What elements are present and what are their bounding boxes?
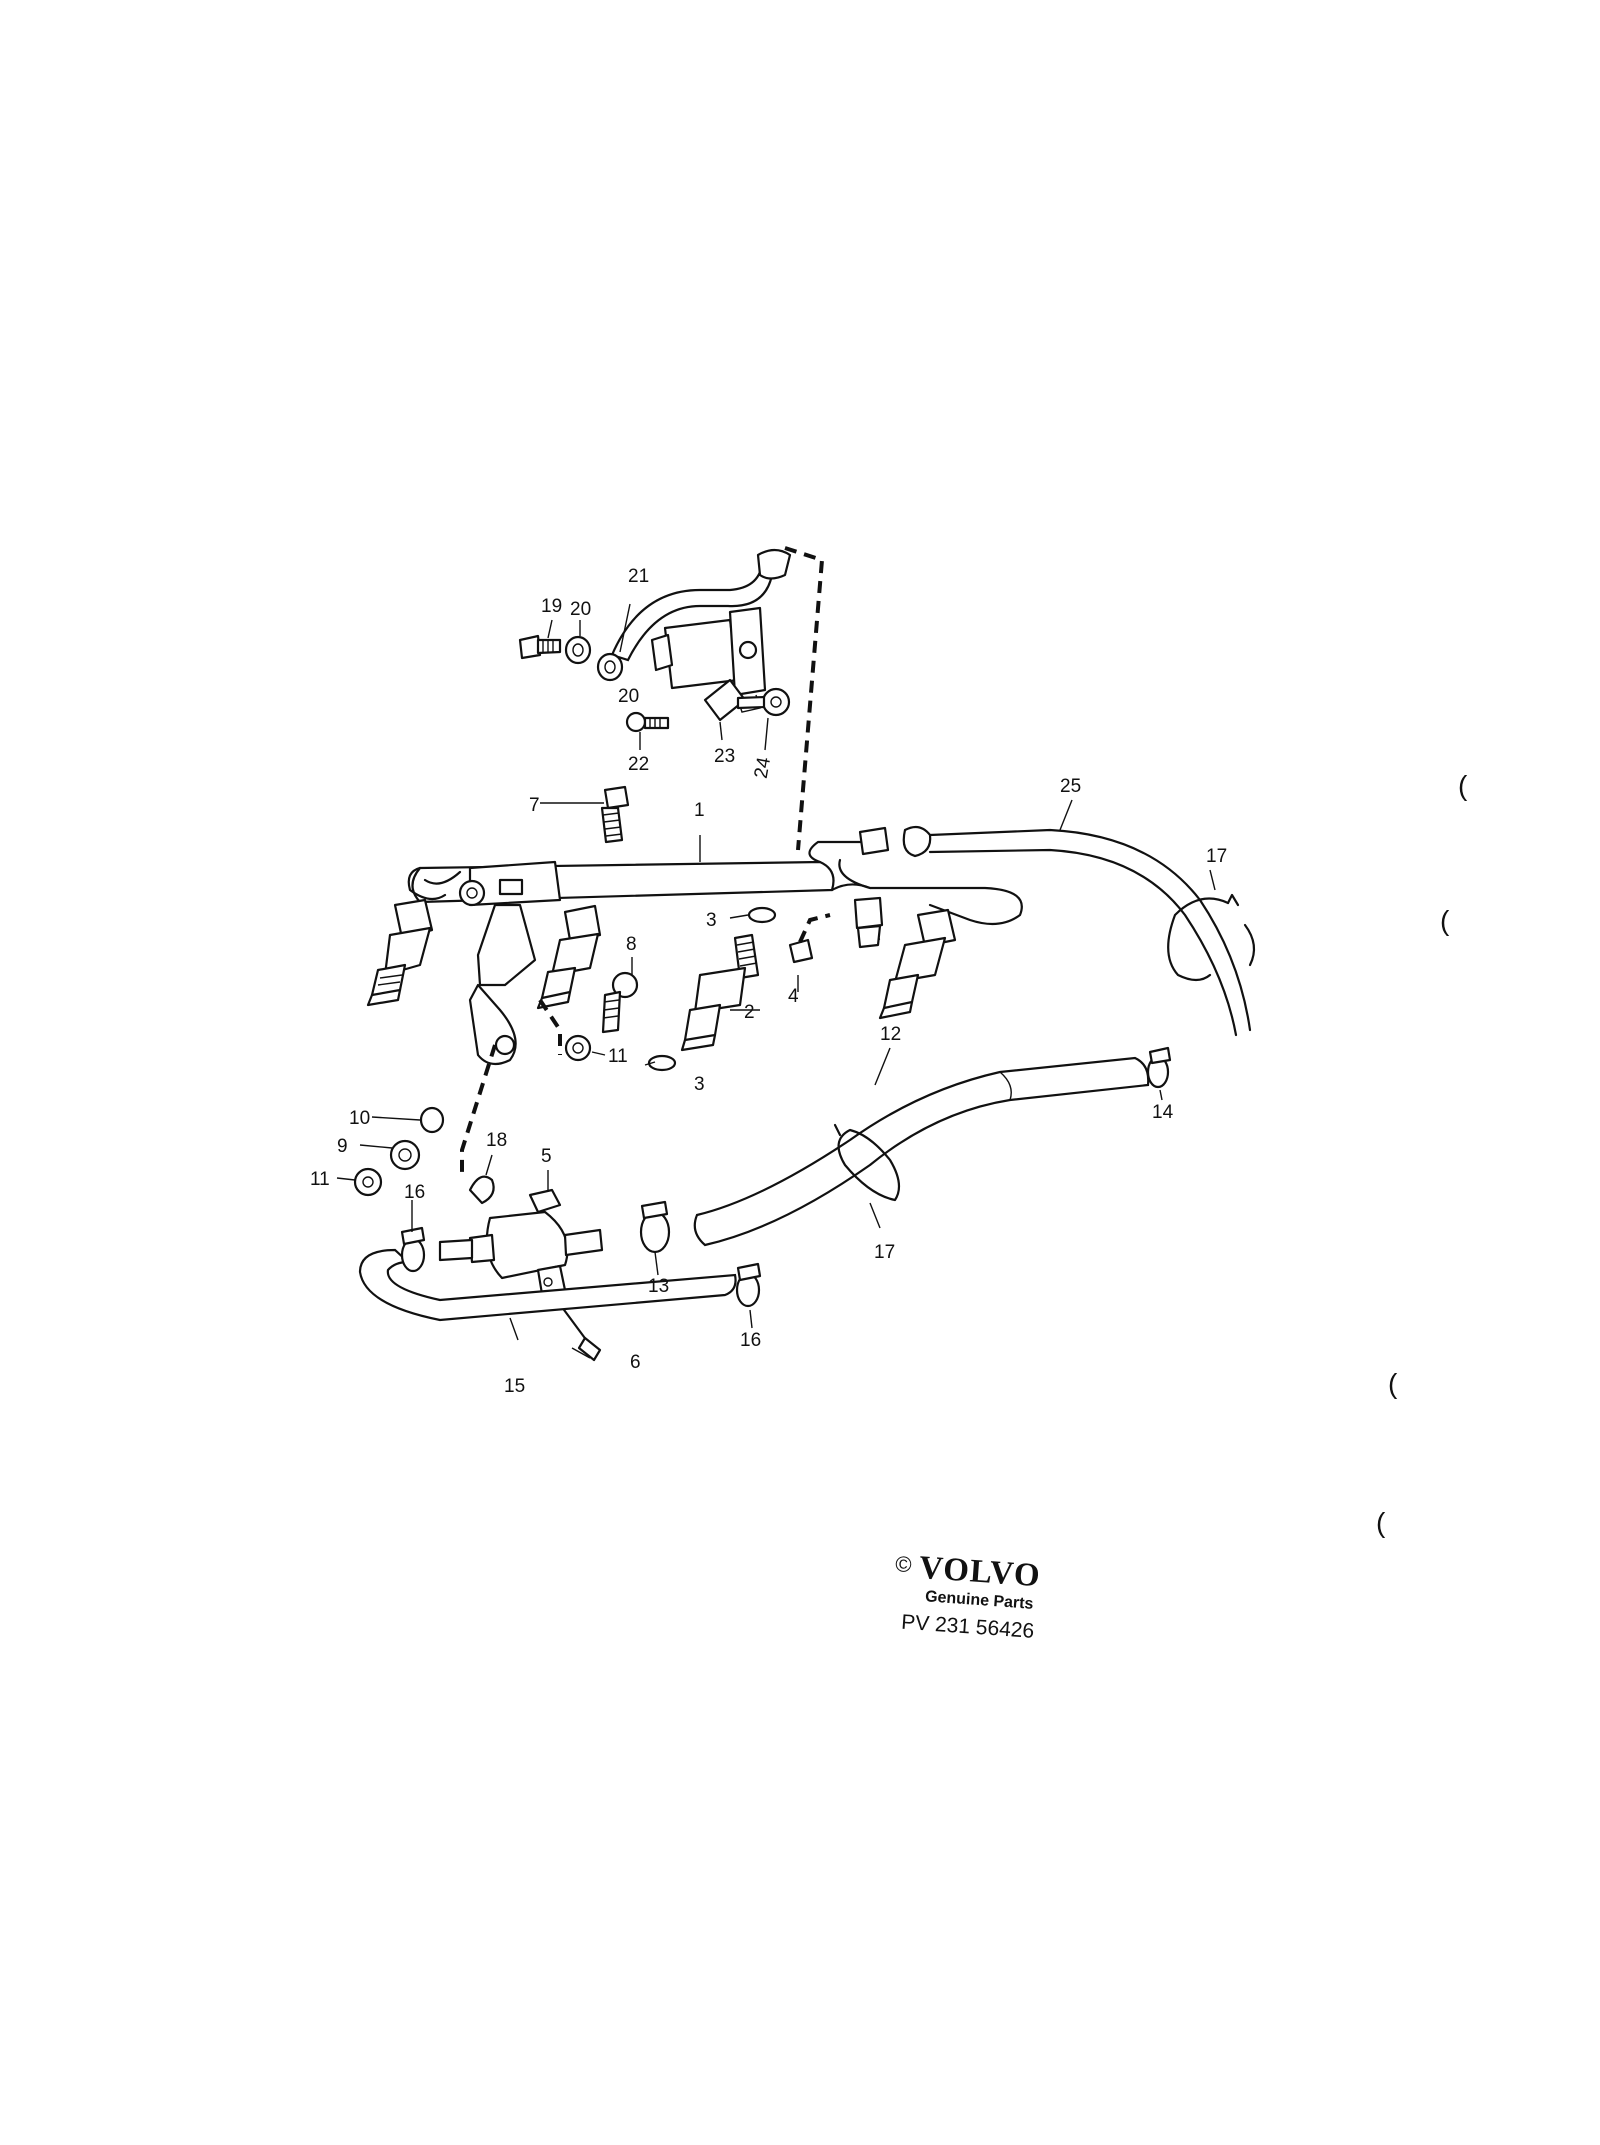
o-ring-lower	[647, 1054, 677, 1072]
copyright-symbol: ©	[895, 1551, 913, 1577]
hose-clamp-16-left	[400, 1226, 426, 1273]
injector-right	[878, 908, 957, 1020]
branding-stamp: © VOLVO Genuine Parts PV 231 56426	[895, 1550, 1042, 1643]
cold-start-valve	[650, 606, 767, 713]
callout-17a: 17	[1206, 846, 1227, 867]
o-ring-upper	[747, 906, 777, 924]
bolt-19	[518, 634, 562, 660]
callout-11a: 11	[310, 1169, 330, 1190]
margin-mark-2: (	[1440, 905, 1450, 936]
screw-22	[625, 711, 670, 733]
callout-14: 14	[1152, 1102, 1174, 1123]
assembly-line-left	[460, 1044, 497, 1175]
callout-15: 15	[504, 1376, 525, 1397]
injector-center	[680, 933, 760, 1052]
leader-lines	[336, 603, 1216, 1359]
callout-8: 8	[626, 934, 637, 955]
callout-3b: 3	[694, 1074, 705, 1095]
callout-5: 5	[541, 1146, 552, 1167]
fuel-line-21	[610, 548, 792, 662]
washer-20-a	[564, 635, 592, 665]
connector-plug	[788, 913, 831, 964]
callout-2: 2	[744, 1002, 755, 1023]
clip-17-upper	[1167, 893, 1256, 982]
seal-18	[468, 1175, 495, 1205]
banjo-24	[736, 687, 791, 717]
clip-17-lower	[833, 1123, 901, 1202]
washer-11-lower	[353, 1167, 383, 1197]
grommet-9	[389, 1139, 421, 1171]
callout-24: 24	[751, 755, 775, 780]
bolt-bracket	[601, 971, 639, 1034]
callout-16a: 16	[404, 1182, 425, 1203]
hose-15	[358, 1248, 737, 1322]
assembly-line-top	[784, 546, 825, 851]
injector-center-left	[536, 904, 602, 1010]
washer-11-upper	[564, 1034, 592, 1062]
callout-25: 25	[1060, 776, 1081, 797]
callout-17b: 17	[874, 1242, 895, 1263]
callout-21: 21	[628, 566, 649, 587]
hose-clamp-16-right	[735, 1262, 762, 1308]
callout-20a: 20	[570, 599, 591, 620]
callout-23: 23	[714, 746, 735, 767]
callout-20b: 20	[618, 686, 639, 707]
bolt-rail	[600, 785, 630, 844]
margin-mark-1: (	[1458, 770, 1468, 801]
rail-bracket	[458, 860, 562, 1066]
callout-7: 7	[529, 795, 540, 816]
margin-mark-4: (	[1376, 1507, 1386, 1538]
callout-22: 22	[628, 754, 649, 775]
callout-13: 13	[648, 1276, 669, 1297]
callout-4: 4	[788, 986, 799, 1007]
margin-mark-3: (	[1388, 1368, 1398, 1399]
callout-10: 10	[349, 1108, 370, 1129]
hose-clamp-14	[1146, 1046, 1172, 1089]
washer-20-b	[596, 652, 624, 682]
part-number: PV 231 56426	[901, 1611, 1035, 1643]
callout-1: 1	[694, 800, 705, 821]
margin-marks: ( ( ( (	[1376, 770, 1468, 1538]
assembly-line-mid	[538, 998, 562, 1055]
callout-18: 18	[486, 1130, 507, 1151]
callout-12: 12	[880, 1024, 901, 1045]
callout-19: 19	[541, 596, 562, 617]
callout-11b: 11	[608, 1046, 628, 1067]
return-hose-25	[858, 825, 1252, 1037]
volvo-logo: VOLVO	[918, 1550, 1042, 1594]
callout-6: 6	[630, 1352, 641, 1373]
callout-3a: 3	[706, 910, 717, 931]
callouts: 1 2 3 3 4 5 6 7 8 9 10 11 11 12 13 14 15…	[310, 566, 1227, 1397]
hose-clamp-13	[639, 1200, 671, 1254]
rail-adapter	[853, 896, 884, 949]
injector-left	[366, 898, 434, 1007]
hose-12	[693, 1056, 1150, 1247]
pressure-regulator	[438, 1188, 604, 1296]
callout-9: 9	[337, 1136, 348, 1157]
bushing-10	[419, 1106, 445, 1134]
callout-16b: 16	[740, 1330, 761, 1351]
